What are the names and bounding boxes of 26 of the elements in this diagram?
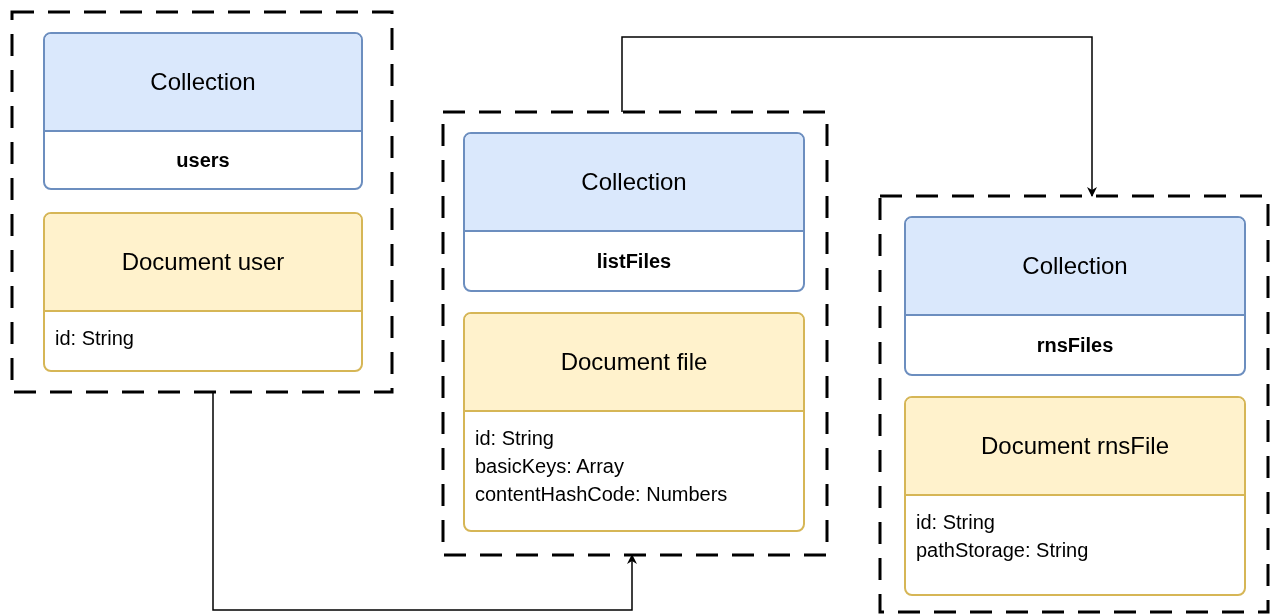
field-text: basicKeys: Array bbox=[475, 454, 625, 479]
card-title: Collection bbox=[581, 167, 687, 197]
document-card bbox=[43, 212, 363, 372]
dashed-group-frame bbox=[12, 12, 392, 392]
field-text: id: String bbox=[916, 510, 996, 535]
card-title: Collection bbox=[1022, 251, 1128, 281]
dashed-group-frame bbox=[880, 196, 1268, 612]
document-card bbox=[904, 396, 1246, 596]
card-title: Document user bbox=[121, 247, 285, 277]
field-text: id: String bbox=[475, 426, 555, 451]
field-text: id: String bbox=[55, 326, 135, 351]
field-text: pathStorage: String bbox=[916, 538, 1090, 563]
collection-name: listFiles bbox=[596, 249, 672, 274]
collection-card bbox=[904, 216, 1246, 376]
collection-name: rnsFiles bbox=[1036, 333, 1114, 358]
dashed-group-frame bbox=[443, 112, 827, 555]
card-title: Document file bbox=[560, 347, 708, 377]
collection-card bbox=[463, 132, 805, 292]
connector-arrow bbox=[621, 36, 1097, 197]
connector-arrow bbox=[212, 391, 637, 611]
card-title: Collection bbox=[150, 67, 256, 97]
collection-name: users bbox=[176, 148, 230, 173]
collection-card bbox=[43, 32, 363, 190]
card-title: Document rnsFile bbox=[980, 431, 1170, 461]
field-text: contentHashCode: Numbers bbox=[475, 482, 729, 507]
document-card bbox=[463, 312, 805, 532]
